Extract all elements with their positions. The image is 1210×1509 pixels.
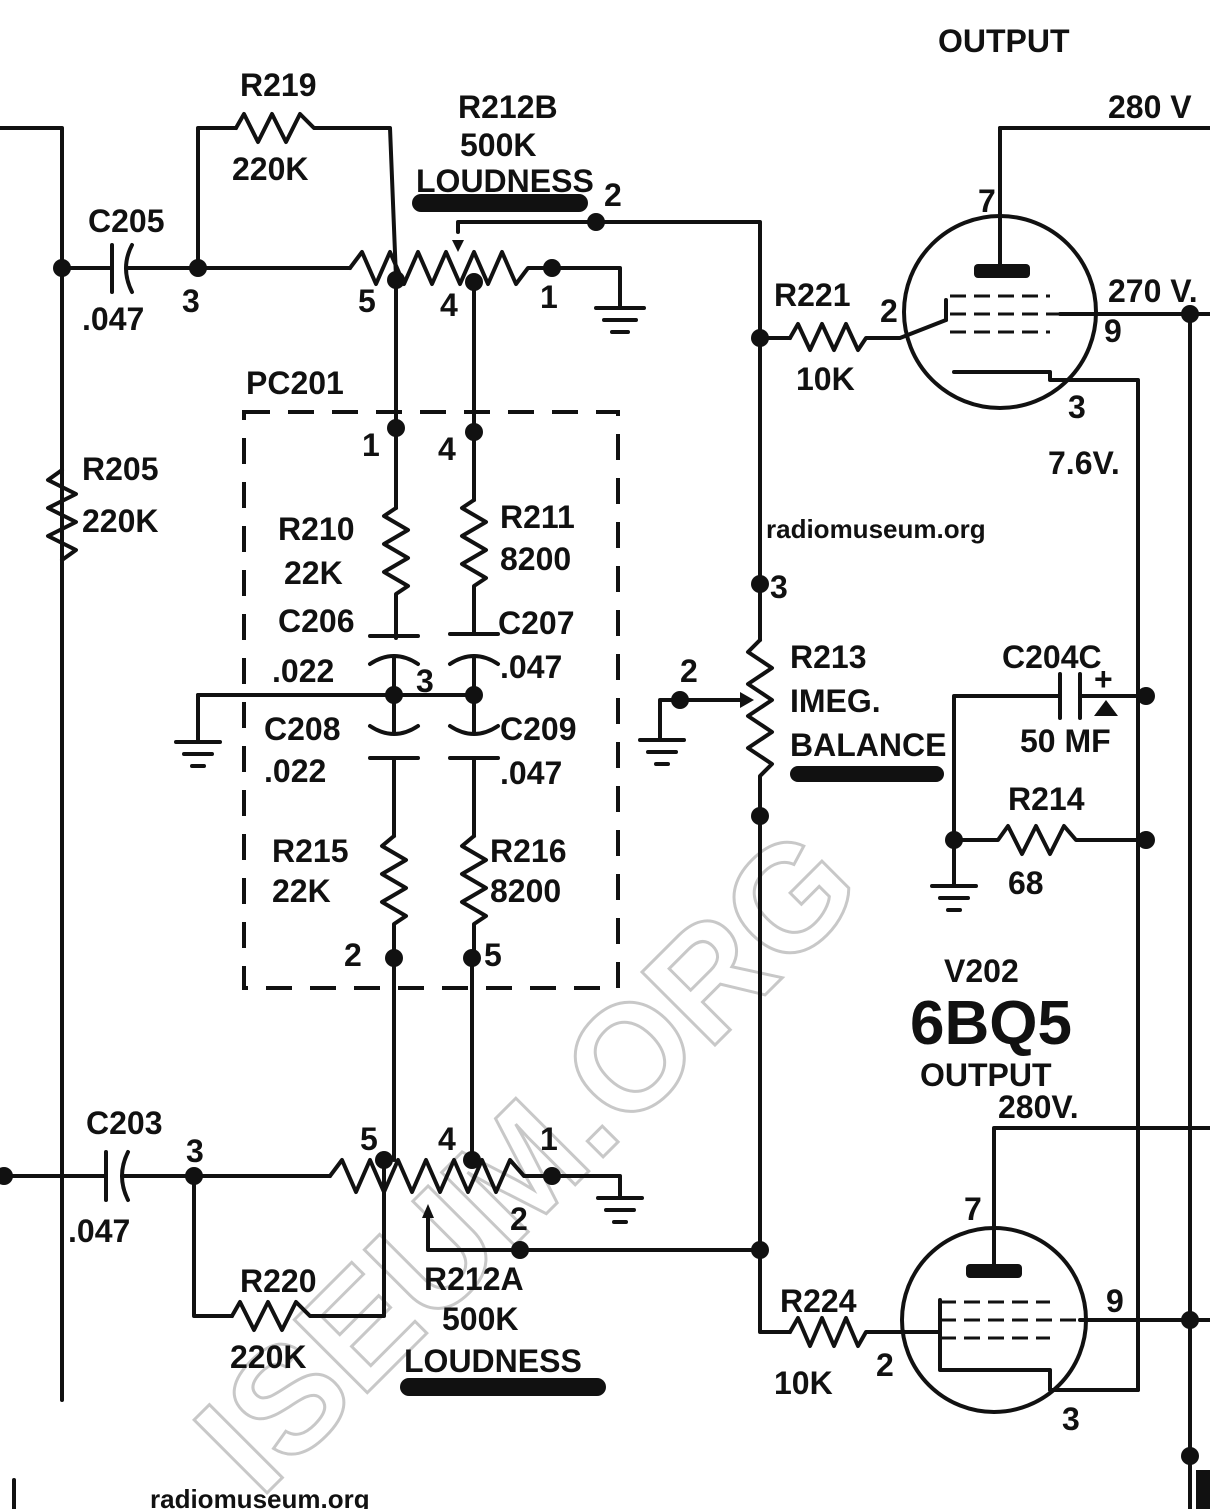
ground-symbol-5 xyxy=(596,1196,644,1224)
c205-ref: C205 xyxy=(88,203,165,239)
r212b-pin-2: 2 xyxy=(604,177,622,213)
pc201-ref: PC201 xyxy=(246,365,344,401)
c205-value: .047 xyxy=(82,301,144,337)
r211-value: 8200 xyxy=(500,541,571,577)
c203-value: .047 xyxy=(68,1213,130,1249)
r212a-highlight-bar xyxy=(400,1378,606,1396)
r213-ref: R213 xyxy=(790,639,867,675)
c209-ref: C209 xyxy=(500,711,577,747)
r213-highlight-bar xyxy=(790,766,944,782)
r219-value: 220K xyxy=(232,151,309,187)
r212b-pin-5: 5 xyxy=(358,283,376,319)
r205-ref: R205 xyxy=(82,451,159,487)
bottom-tube-plate-voltage: 280V. xyxy=(998,1089,1079,1125)
top-tube-screen-voltage: 270 V. xyxy=(1108,273,1198,309)
r215-value: 22K xyxy=(272,873,331,909)
partial-component-bottom-right xyxy=(1196,1470,1210,1509)
ground-symbol-1 xyxy=(594,306,646,334)
r220-ref: R220 xyxy=(240,1263,317,1299)
r213-function: BALANCE xyxy=(790,727,946,763)
c208-ref: C208 xyxy=(264,711,341,747)
bottom-tube-pin-grid: 2 xyxy=(876,1347,894,1383)
c208-value: .022 xyxy=(264,753,326,789)
top-tube-pin-grid: 2 xyxy=(880,293,898,329)
c206-value: .022 xyxy=(272,653,334,689)
r224-value: 10K xyxy=(774,1365,833,1401)
c207-value: .047 xyxy=(500,649,562,685)
watermark-text-bottom: radiomuseum.org xyxy=(150,1484,370,1509)
r216-value: 8200 xyxy=(490,873,561,909)
c204c-polarity: + xyxy=(1094,661,1113,697)
pc201-pin-2: 2 xyxy=(344,937,362,973)
r210-value: 22K xyxy=(284,555,343,591)
ground-symbol-2 xyxy=(174,740,222,768)
top-tube-pin-plate: 7 xyxy=(978,183,996,219)
r213-value: IMEG. xyxy=(790,683,881,719)
r212a-value: 500K xyxy=(442,1301,519,1337)
top-tube-pin-screen: 9 xyxy=(1104,313,1122,349)
c209-value: .047 xyxy=(500,755,562,791)
c203-pin: 3 xyxy=(186,1133,204,1169)
r224-ref: R224 xyxy=(780,1283,857,1319)
r212a-pin-2: 2 xyxy=(510,1201,528,1237)
r212a-pin-4: 4 xyxy=(438,1121,456,1157)
watermark-text-top: radiomuseum.org xyxy=(766,514,986,544)
r212b-pin-4: 4 xyxy=(440,287,458,323)
c204c-ref: C204C xyxy=(1002,639,1102,675)
bottom-tube-pin-plate: 7 xyxy=(964,1191,982,1227)
r212a-ref: R212A xyxy=(424,1261,524,1297)
bottom-tube-type: 6BQ5 xyxy=(910,989,1072,1058)
r221-ref: R221 xyxy=(774,277,851,313)
r212a-pin-1: 1 xyxy=(540,1121,558,1157)
bottom-channel-wiring xyxy=(0,1150,942,1509)
junction-dots xyxy=(0,213,1199,1465)
r211-ref: R211 xyxy=(500,499,575,535)
top-tube-cathode-voltage: 7.6V. xyxy=(1048,445,1120,481)
r214-value: 68 xyxy=(1008,865,1044,901)
r216-ref: R216 xyxy=(490,833,567,869)
pc201-pin-1: 1 xyxy=(362,427,380,463)
bottom-tube-pin-cathode: 3 xyxy=(1062,1401,1080,1437)
c203-ref: C203 xyxy=(86,1105,163,1141)
r205-value: 220K xyxy=(82,503,159,539)
pc201-package xyxy=(242,410,620,990)
c204c-value: 50 MF xyxy=(1020,723,1111,759)
pc201-internals xyxy=(196,426,500,1162)
ground-symbol-3 xyxy=(638,738,686,766)
bottom-output-tube xyxy=(900,1126,1210,1414)
bottom-tube-pin-screen: 9 xyxy=(1106,1283,1124,1319)
r214-ref: R214 xyxy=(1008,781,1085,817)
r212b-highlight-bar xyxy=(412,194,588,212)
top-tube-plate-voltage: 280 V xyxy=(1108,89,1192,125)
r212b-ref: R212B xyxy=(458,89,558,125)
top-tube-function: OUTPUT xyxy=(938,23,1070,59)
r212a-function: LOUDNESS xyxy=(404,1343,582,1379)
r210-ref: R210 xyxy=(278,511,355,547)
bottom-tube-ref: V202 xyxy=(944,953,1019,989)
r219-ref: R219 xyxy=(240,67,317,103)
r220-value: 220K xyxy=(230,1339,307,1375)
r212b-function: LOUDNESS xyxy=(416,163,594,199)
ground-symbol-4 xyxy=(930,884,978,912)
r205-resistor xyxy=(46,468,78,562)
top-output-tube xyxy=(902,126,1210,1392)
pc201-pin-4: 4 xyxy=(438,431,456,467)
c204c-r214-network xyxy=(952,672,1148,886)
c207-ref: C207 xyxy=(498,605,575,641)
r221-resistor xyxy=(758,318,948,352)
r212b-pin-1: 1 xyxy=(540,279,558,315)
r212a-pin-5: 5 xyxy=(360,1121,378,1157)
c205-pin: 3 xyxy=(182,283,200,319)
r213-pin-3: 3 xyxy=(770,569,788,605)
bottom-tube-function: OUTPUT xyxy=(920,1057,1052,1093)
top-tube-pin-cathode: 3 xyxy=(1068,389,1086,425)
r212b-value: 500K xyxy=(460,127,537,163)
c206-ref: C206 xyxy=(278,603,355,639)
r215-ref: R215 xyxy=(272,833,349,869)
r213-pin-2: 2 xyxy=(680,653,698,689)
r221-value: 10K xyxy=(796,361,855,397)
pc201-pin-5: 5 xyxy=(484,937,502,973)
pc201-pin-3: 3 xyxy=(416,663,434,699)
